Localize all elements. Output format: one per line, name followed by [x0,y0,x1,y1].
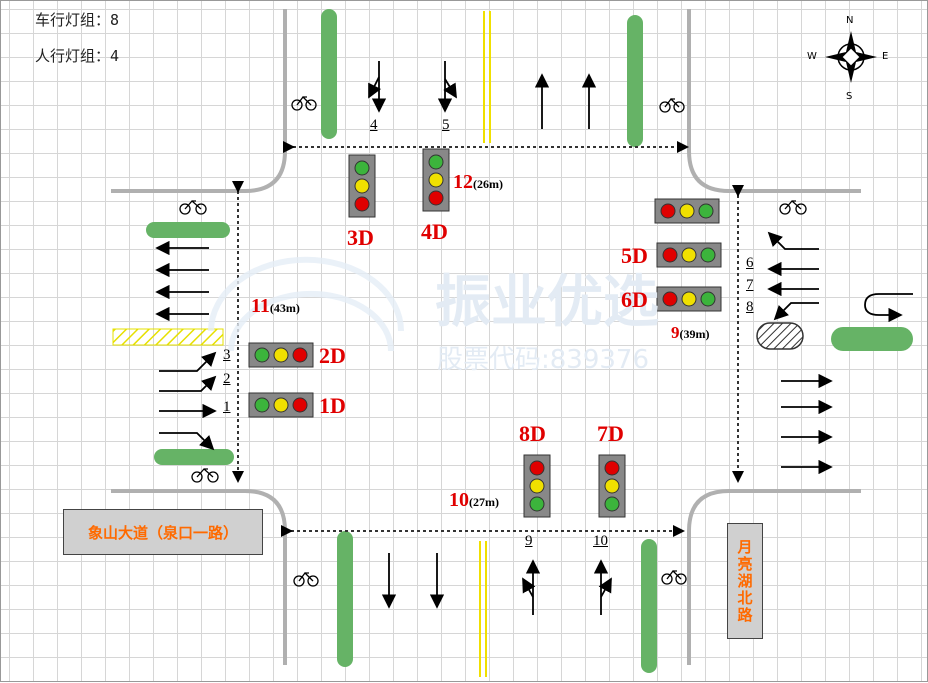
compass-w: W [807,51,817,62]
compass-e: E [882,51,889,62]
signal-5d [656,242,722,268]
crossing-9-num: 9 [671,323,680,342]
lane-1: 1 [223,399,231,415]
crossing-12-dist: (26m) [473,177,503,191]
lane-4: 4 [370,117,378,133]
lane-arrows-south [381,553,612,615]
signal-3d [348,154,376,218]
compass-s: S [846,91,853,102]
lane-2: 2 [223,371,231,387]
green-islands [146,9,913,673]
road-label-west: 象山大道（泉口一路） [63,509,263,555]
road-curbs [111,9,861,665]
watermark-logo [208,256,404,352]
signal-label-4d: 4D [421,219,448,244]
signal-label-7d: 7D [597,421,624,446]
crossing-10: 10(27m) [449,489,499,512]
signal-8d [523,454,551,518]
road-label-south: 月亮湖北路 [727,523,763,639]
crossing-11: 11(43m) [251,295,300,318]
signal-label-8d: 8D [519,421,546,446]
signal-label-5d: 5D [621,243,648,268]
lane-arrows-north [368,61,597,129]
signal-4d [422,148,450,212]
road-label-south-text: 月亮湖北路 [735,538,754,624]
ped-crossing-lines [232,141,744,537]
signal-east-top [654,198,720,224]
lane-6: 6 [746,255,754,271]
road-label-west-text: 象山大道（泉口一路） [87,523,238,542]
lane-9: 9 [525,533,533,549]
crossing-11-num: 11 [251,295,270,317]
lane-arrows-west [155,240,217,451]
crossing-12-num: 12 [453,171,473,193]
watermark-main: 振业优选 [435,270,659,335]
crossing-12: 12(26m) [453,171,503,194]
crossing-10-num: 10 [449,489,469,511]
lane-7: 7 [746,277,754,293]
ped-groups-text: 人行灯组：4 [35,47,120,65]
crossing-9: 9(39m) [671,323,710,343]
lane-10: 10 [593,533,608,549]
signal-2d [248,342,314,368]
crossing-10-dist: (27m) [469,495,499,509]
watermark-sub: 股票代码:839376 [437,345,650,375]
vehicle-groups-text: 车行灯组：8 [35,11,120,29]
compass-icon [825,31,877,83]
crossing-9-dist: (39m) [679,327,710,341]
compass-n: N [846,15,854,26]
signal-1d [248,392,314,418]
center-lines [479,11,491,677]
signal-label-6d: 6D [621,287,648,312]
signal-label-1d: 1D [319,393,346,418]
yellow-hatch-west [112,328,224,346]
lane-arrows-east [767,231,913,475]
lane-8: 8 [746,299,754,315]
lane-5: 5 [442,117,450,133]
signal-label-3d: 3D [347,225,374,250]
signal-6d [656,286,722,312]
signal-7d [598,454,626,518]
hatched-refuge [756,322,804,350]
signal-label-2d: 2D [319,343,346,368]
bicycle-icons [179,96,807,587]
lane-3: 3 [223,347,231,363]
crossing-11-dist: (43m) [269,301,300,315]
